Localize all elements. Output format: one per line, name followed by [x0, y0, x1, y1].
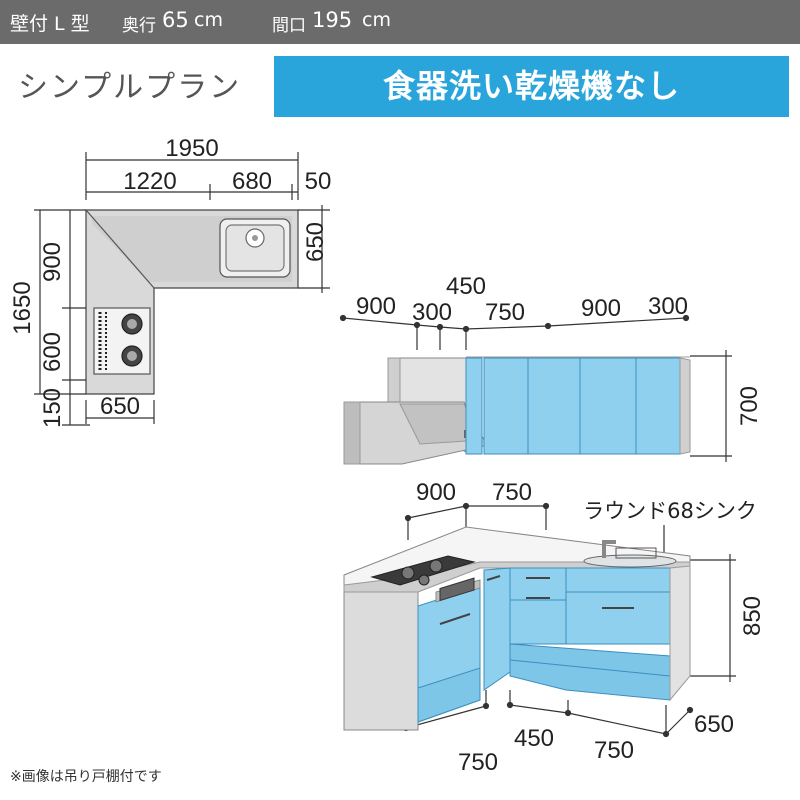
dim-total-width: 1950 — [165, 135, 218, 162]
dim-base-bottom-left: 750 — [458, 749, 498, 776]
width-value: 195 — [312, 8, 353, 32]
plan-name: シンプルプラン — [18, 70, 242, 105]
footnote: ※画像は吊り戸棚付です — [10, 769, 162, 785]
depth-unit: cm — [194, 9, 223, 31]
base-cabinets — [343, 526, 691, 731]
stove-top — [370, 555, 476, 586]
dim-wall-2: 300 — [412, 299, 452, 326]
dishwasher-banner: 食器洗い乾燥機なし — [274, 56, 789, 117]
dim-left-upper: 900 — [39, 242, 66, 282]
wall-cabinets — [343, 356, 691, 465]
dim-wall-height: 700 — [736, 386, 763, 426]
dim-wall-3: 450 — [446, 273, 486, 300]
dim-base-bottom-depth: 650 — [694, 711, 734, 738]
dim-wall-1: 900 — [356, 293, 396, 320]
dim-seg-left: 1220 — [123, 168, 176, 195]
dim-base-top-left: 900 — [416, 479, 456, 506]
dim-base-bottom-right: 750 — [594, 737, 634, 764]
sink-label: ラウンド68シンク — [583, 499, 757, 523]
sink-bowl — [583, 554, 677, 568]
width-label: 間口 — [272, 16, 306, 36]
dim-wall-6: 300 — [648, 293, 688, 320]
dim-base-top-right: 750 — [492, 479, 532, 506]
width-unit: cm — [362, 9, 391, 31]
header-bar: 壁付 L 型 奥行 65 cm 間口 195 cm — [0, 0, 800, 44]
plan-view — [34, 152, 330, 426]
dim-left-lower: 150 — [39, 388, 66, 428]
dim-left-middle: 600 — [39, 332, 66, 372]
dim-bottom-depth: 650 — [100, 393, 140, 420]
wall-cabinet-dimlines — [339, 314, 732, 462]
dim-seg-right: 50 — [305, 168, 332, 195]
depth-label: 奥行 — [122, 16, 156, 36]
kitchen-type: 壁付 L 型 — [10, 13, 90, 35]
dim-base-height: 850 — [739, 596, 766, 636]
dim-right-depth: 650 — [302, 222, 329, 262]
dim-wall-5: 900 — [581, 295, 621, 322]
depth-value: 65 — [162, 8, 189, 32]
dim-wall-4: 750 — [485, 299, 525, 326]
dim-base-bottom-mid: 450 — [514, 725, 554, 752]
dim-total-depth: 1650 — [9, 281, 36, 334]
plan-stove — [93, 307, 151, 375]
dim-seg-mid: 680 — [232, 168, 272, 195]
